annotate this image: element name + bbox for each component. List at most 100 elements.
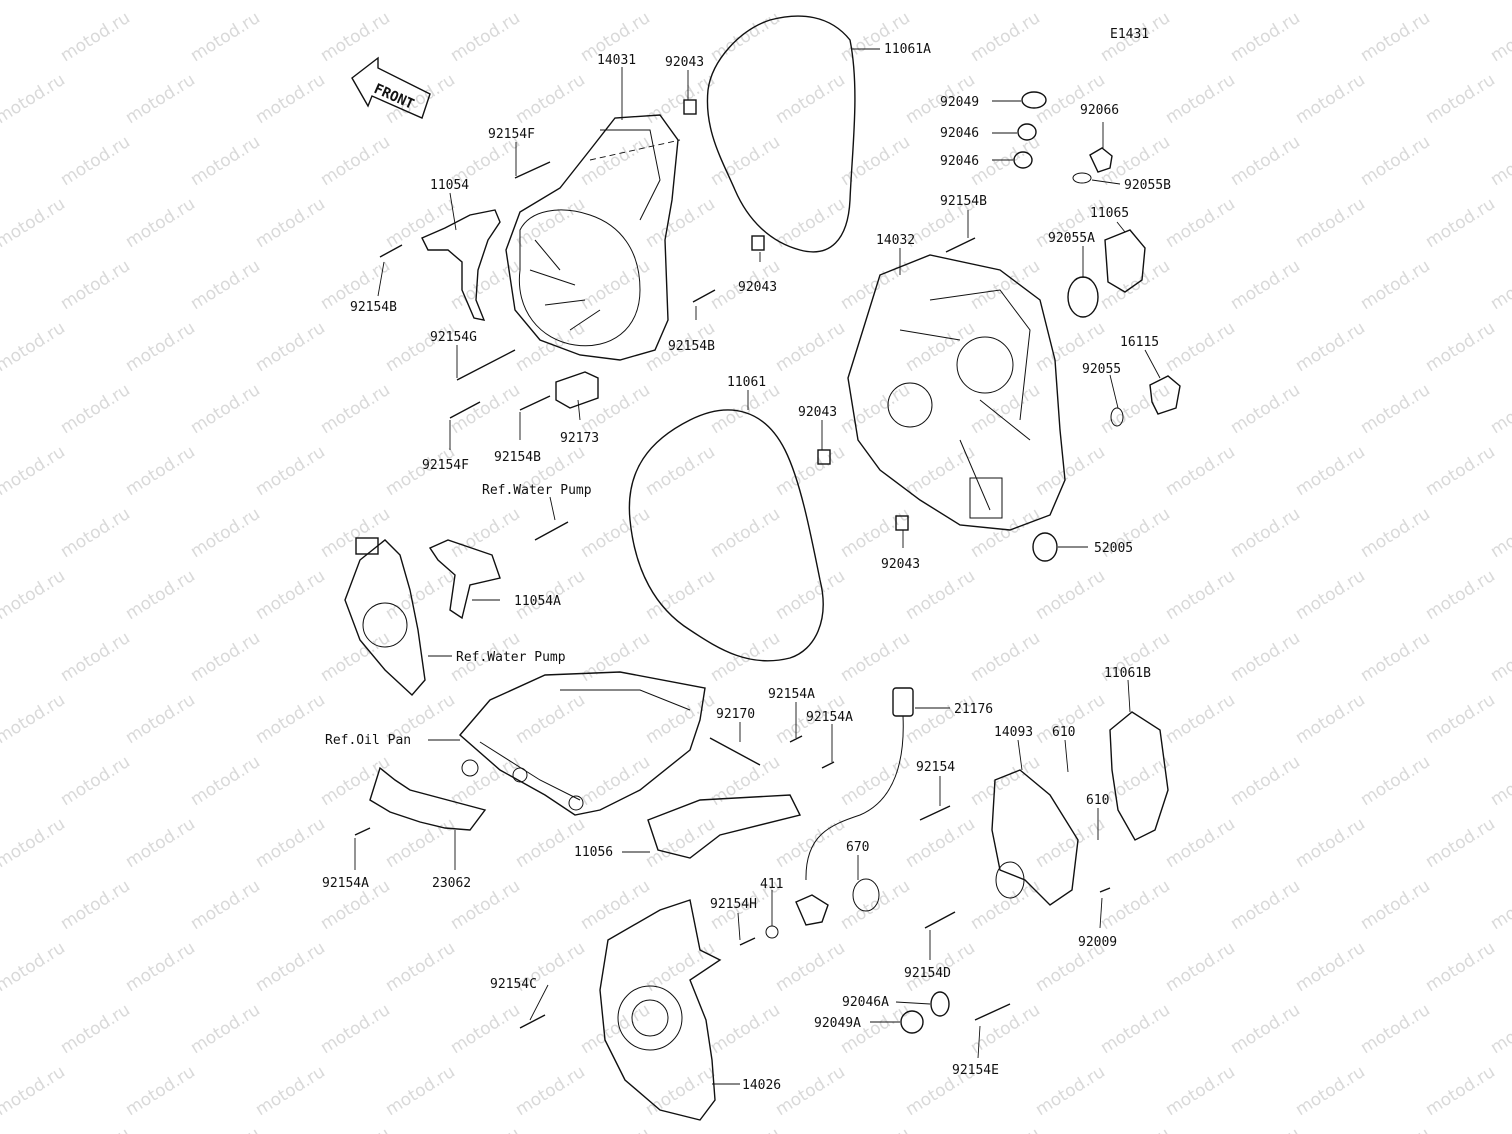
watermark-text: motod.ru [1032, 442, 1109, 500]
watermark-text: motod.ru [57, 752, 134, 810]
watermark-text: motod.ru [187, 132, 264, 190]
label-ref-oil-pan: Ref.Oil Pan [325, 733, 411, 748]
bracket-11054A-part [428, 539, 501, 620]
watermark-text: motod.ru [57, 8, 134, 66]
rod-92170-part [709, 737, 761, 766]
watermark-text: motod.ru [382, 1062, 459, 1120]
watermark-text: motod.ru [512, 194, 589, 252]
watermark-text: motod.ru [187, 876, 264, 934]
watermark-text: motod.ru [707, 628, 784, 686]
watermark-text: motod.ru [0, 318, 69, 376]
cover-14026-part [599, 899, 722, 1121]
label-92154F-bot: 92154F [422, 458, 469, 473]
watermark-text: motod.ru [122, 938, 199, 996]
label-610-b: 610 [1086, 793, 1109, 808]
watermark-text: motod.ru [122, 0, 199, 4]
watermark-text: motod.ru [252, 0, 329, 4]
label-610-a: 610 [1052, 725, 1075, 740]
watermark-text: motod.ru [122, 1062, 199, 1120]
label-92154B-mid: 92154B [668, 339, 715, 354]
plug-16115-part [1149, 375, 1181, 415]
guard-11056-part [647, 794, 802, 859]
watermark-text: motod.ru [1422, 938, 1499, 996]
watermark-text: motod.ru [252, 1062, 329, 1120]
watermark-text: motod.ru [187, 256, 264, 314]
watermark-text: motod.ru [577, 380, 654, 438]
label-92055: 92055 [1082, 362, 1121, 377]
watermark-text: motod.ru [772, 566, 849, 624]
label-92043-r2: 92043 [881, 557, 920, 572]
watermark-text: motod.ru [642, 690, 719, 748]
watermark-text: motod.ru [252, 566, 329, 624]
watermark-text: motod.ru [1292, 566, 1369, 624]
watermark-text: motod.ru [1422, 1062, 1499, 1120]
watermark-text: motod.ru [187, 628, 264, 686]
watermark-text: motod.ru [1227, 380, 1304, 438]
watermark-text: motod.ru [0, 132, 4, 190]
watermark-text: motod.ru [902, 318, 979, 376]
bracket-11054-part [421, 209, 501, 321]
watermark-text: motod.ru [1162, 0, 1239, 4]
seal-52005-part [1032, 532, 1058, 562]
watermark-text: motod.ru [0, 566, 69, 624]
watermark-text: motod.ru [252, 70, 329, 128]
watermark-text: motod.ru [1357, 380, 1434, 438]
label-11065: 11065 [1090, 206, 1129, 221]
watermark-text: motod.ru [1097, 380, 1174, 438]
watermark-text: motod.ru [1487, 256, 1512, 314]
label-11056: 11056 [574, 845, 613, 860]
watermark-text: motod.ru [1162, 814, 1239, 872]
watermark-text: motod.ru [447, 256, 524, 314]
watermark-text: motod.ru [1357, 504, 1434, 562]
watermark-text: motod.ru [0, 1124, 4, 1134]
cover-14093-part [991, 769, 1079, 906]
watermark-text: motod.ru [0, 814, 69, 872]
watermark-text: motod.ru [1032, 1062, 1109, 1120]
watermark-text: motod.ru [57, 504, 134, 562]
label-21176: 21176 [954, 702, 993, 717]
watermark-text: motod.ru [642, 1062, 719, 1120]
watermark-text: motod.ru [1357, 1000, 1434, 1058]
label-92154G: 92154G [430, 330, 477, 345]
watermark-text: motod.ru [1422, 318, 1499, 376]
watermark-text: motod.ru [317, 1124, 394, 1134]
watermark-text: motod.ru [967, 8, 1044, 66]
watermark-text: motod.ru [447, 380, 524, 438]
watermark-text: motod.ru [317, 752, 394, 810]
watermark-text: motod.ru [772, 442, 849, 500]
cover-14032-part [847, 254, 1066, 531]
label-11061: 11061 [727, 375, 766, 390]
label-14026: 14026 [742, 1078, 781, 1093]
label-92154B-left: 92154B [350, 300, 397, 315]
watermark-text: motod.ru [1292, 0, 1369, 4]
watermark-text: motod.ru [1357, 256, 1434, 314]
label-11061B: 11061B [1104, 666, 1151, 681]
watermark-text: motod.ru [577, 256, 654, 314]
label-411: 411 [760, 877, 783, 892]
label-92043-mid: 92043 [738, 280, 777, 295]
watermark-text: motod.ru [57, 132, 134, 190]
watermark-text: motod.ru [252, 814, 329, 872]
watermark-text: motod.ru [772, 0, 849, 4]
oring-92055-part [1110, 407, 1124, 427]
label-92055B: 92055B [1124, 178, 1171, 193]
diagram-code: E1431 [1110, 27, 1149, 42]
watermark-text: motod.ru [512, 70, 589, 128]
watermark-text: motod.ru [837, 628, 914, 686]
watermark-text: motod.ru [0, 0, 69, 4]
watermark-text: motod.ru [1162, 1062, 1239, 1120]
watermark-text: motod.ru [967, 628, 1044, 686]
label-92154F-top: 92154F [488, 127, 535, 142]
oring-92055B-part [1072, 172, 1092, 184]
watermark-text: motod.ru [1487, 876, 1512, 934]
watermark-text: motod.ru [187, 8, 264, 66]
watermark-text: motod.ru [642, 938, 719, 996]
watermark-text: motod.ru [1162, 566, 1239, 624]
watermark-text: motod.ru [122, 442, 199, 500]
watermark-text: motod.ru [1032, 0, 1109, 4]
watermark-text: motod.ru [967, 876, 1044, 934]
watermark-text: motod.ru [1422, 566, 1499, 624]
seal-92046A-part [930, 991, 950, 1017]
watermark-text: motod.ru [772, 1062, 849, 1120]
